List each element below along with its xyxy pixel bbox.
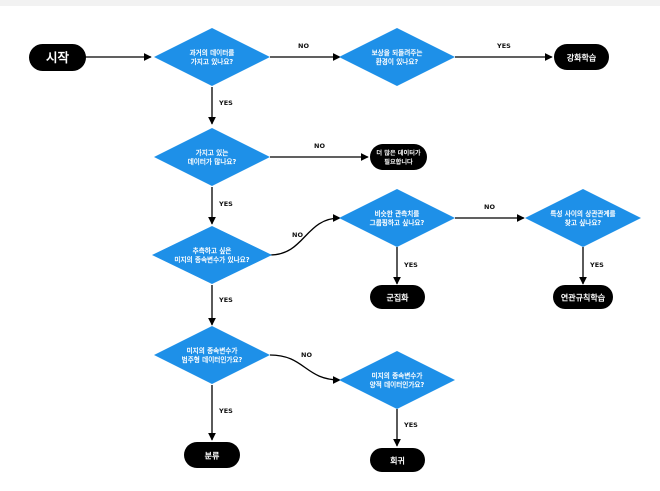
need-more-data-label-2: 필요합니다 [384,158,413,166]
label-no-target-var: NO [292,231,303,239]
edge-labels: NO YES YES NO YES NO NO YES YES YES NO Y… [218,42,604,429]
label-yes-categorical: YES [218,407,233,415]
decision-past-data[interactable]: 과거의 데이터를 가지고 있나요? [154,28,270,86]
terminals: 시작 강화학습 더 많은 데이터가 필요합니다 군집화 연관규칙학습 분류 [29,44,613,472]
edge-categorical-no [269,354,341,384]
reinforcement-learning-node[interactable]: 강화학습 [554,44,609,70]
decision-feature-corr[interactable]: 특성 사이의 상관관계를 찾고 싶나요? [525,189,641,247]
decision-quantitative[interactable]: 미지의 종속변수가 양적 데이터인가요? [339,351,455,409]
clustering-node[interactable]: 군집화 [370,285,425,309]
decision-enough-data-line-2: 데이터가 많나요? [188,157,237,166]
decision-group-obs-line-1: 비슷한 관측치를 [375,209,420,218]
decision-reward-env-line-2: 환경이 있나요? [376,57,419,66]
decision-reward-env-line-1: 보상을 되돌려주는 [372,48,423,57]
label-no-past-data: NO [298,42,309,50]
decision-feature-corr-line-2: 찾고 싶나요? [565,218,602,227]
association-rules-node[interactable]: 연관규칙학습 [553,285,613,309]
need-more-data-label-1: 더 많은 데이터가 [376,149,420,157]
decision-past-data-line-2: 가지고 있나요? [191,57,234,66]
decision-target-var-line-2: 미지의 종속변수가 있나요? [174,255,249,264]
decision-enough-data-line-1: 가지고 있는 [196,148,229,157]
decision-past-data-line-1: 과거의 데이터를 [190,48,235,57]
label-yes-enough-data: YES [218,200,233,208]
decision-categorical[interactable]: 미지의 종속변수가 범주형 데이터인가요? [154,326,270,384]
start-node[interactable]: 시작 [29,44,86,71]
label-yes-reward-env: YES [496,42,511,50]
classification-node[interactable]: 분류 [184,442,240,468]
connectors [85,53,587,447]
decision-reward-env[interactable]: 보상을 되돌려주는 환경이 있나요? [339,28,455,86]
regression-node[interactable]: 회귀 [370,448,425,472]
label-no-group-obs: NO [484,203,495,211]
edge-target-var-no [269,214,341,256]
label-yes-quantitative: YES [403,421,418,429]
decision-group-obs[interactable]: 비슷한 관측치를 그룹핑하고 싶나요? [339,189,455,247]
reinforcement-learning-label: 강화학습 [567,53,597,63]
decisions: 과거의 데이터를 가지고 있나요? 보상을 되돌려주는 환경이 있나요? 가지고… [152,28,641,409]
label-no-categorical: NO [301,351,312,359]
decision-group-obs-line-2: 그룹핑하고 싶나요? [370,218,425,227]
need-more-data-node[interactable]: 더 많은 데이터가 필요합니다 [370,144,427,170]
label-yes-target-var: YES [218,296,233,304]
decision-categorical-line-1: 미지의 종속변수가 [187,346,238,355]
regression-label: 회귀 [390,456,405,466]
label-yes-feature-corr: YES [589,261,604,269]
start-label: 시작 [46,50,70,65]
decision-quantitative-line-2: 양적 데이터인가요? [370,380,425,389]
decision-enough-data[interactable]: 가지고 있는 데이터가 많나요? [154,128,270,186]
association-rules-label: 연관규칙학습 [561,293,606,303]
decision-target-var-line-1: 추측하고 싶은 [193,246,232,255]
label-yes-group-obs: YES [403,261,418,269]
clustering-label: 군집화 [386,293,409,303]
decision-quantitative-line-1: 미지의 종속변수가 [372,371,423,380]
label-no-enough-data: NO [314,142,325,150]
label-yes-past-data: YES [218,99,233,107]
decision-categorical-line-2: 범주형 데이터인가요? [182,355,243,364]
decision-feature-corr-line-1: 특성 사이의 상관관계를 [550,209,615,218]
classification-label: 분류 [205,452,220,461]
top-strip [0,0,660,6]
decision-target-var[interactable]: 추측하고 싶은 미지의 종속변수가 있나요? [152,226,272,284]
